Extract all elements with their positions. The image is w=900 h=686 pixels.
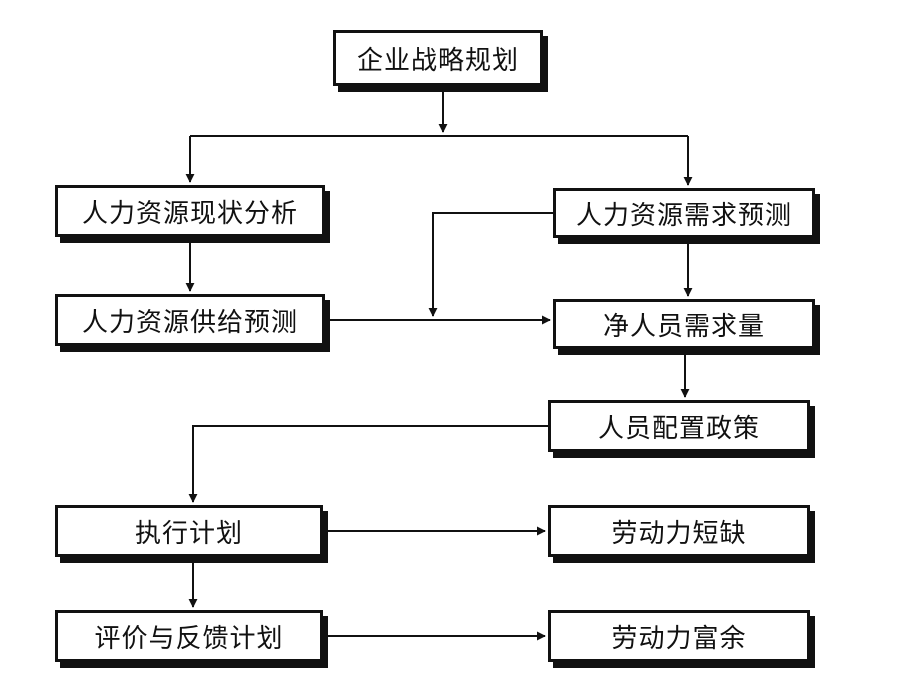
node-hr-supply-forecast: 人力资源供给预测 xyxy=(55,294,325,346)
node-labor-shortage: 劳动力短缺 xyxy=(548,505,810,557)
node-enterprise-strategy-planning: 企业战略规划 xyxy=(333,30,543,86)
node-label: 人力资源需求预测 xyxy=(575,200,792,231)
node-evaluation-feedback-plan: 评价与反馈计划 xyxy=(55,610,323,662)
node-label: 劳动力富余 xyxy=(611,623,747,654)
node-hr-demand-forecast: 人力资源需求预测 xyxy=(553,188,815,238)
node-net-staff-requirement: 净人员需求量 xyxy=(553,299,815,349)
node-label: 人力资源供给预测 xyxy=(81,307,298,338)
node-staffing-policy: 人员配置政策 xyxy=(548,400,810,452)
node-label: 净人员需求量 xyxy=(602,311,765,342)
node-label: 劳动力短缺 xyxy=(611,518,747,549)
node-label: 人力资源现状分析 xyxy=(81,198,298,229)
arrow-policy-to-execution xyxy=(188,425,548,503)
node-label: 企业战略规划 xyxy=(356,45,519,76)
arrow-demand-loop-to-supply-line xyxy=(428,212,553,317)
node-execution-plan: 执行计划 xyxy=(55,505,323,557)
node-label: 评价与反馈计划 xyxy=(94,623,284,654)
node-label: 人员配置政策 xyxy=(597,413,760,444)
node-hr-current-analysis: 人力资源现状分析 xyxy=(55,185,325,237)
node-label: 执行计划 xyxy=(134,518,243,549)
node-labor-surplus: 劳动力富余 xyxy=(548,610,810,662)
